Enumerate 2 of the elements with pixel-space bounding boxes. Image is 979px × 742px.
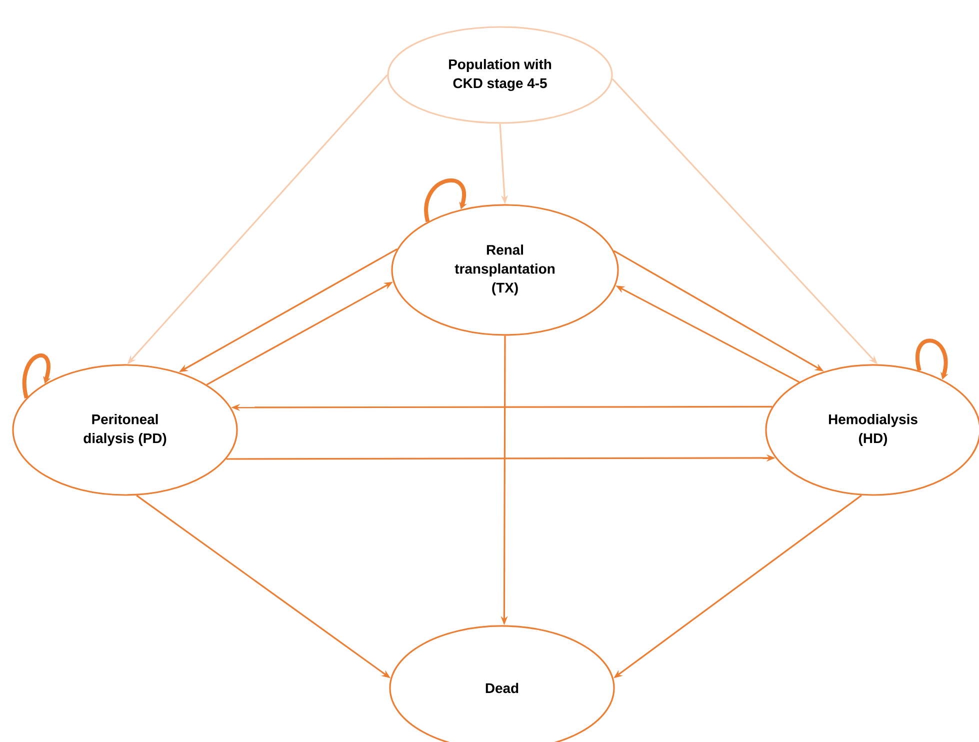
self-loop-arrow	[424, 178, 467, 222]
self-loop-arrow	[22, 354, 51, 398]
